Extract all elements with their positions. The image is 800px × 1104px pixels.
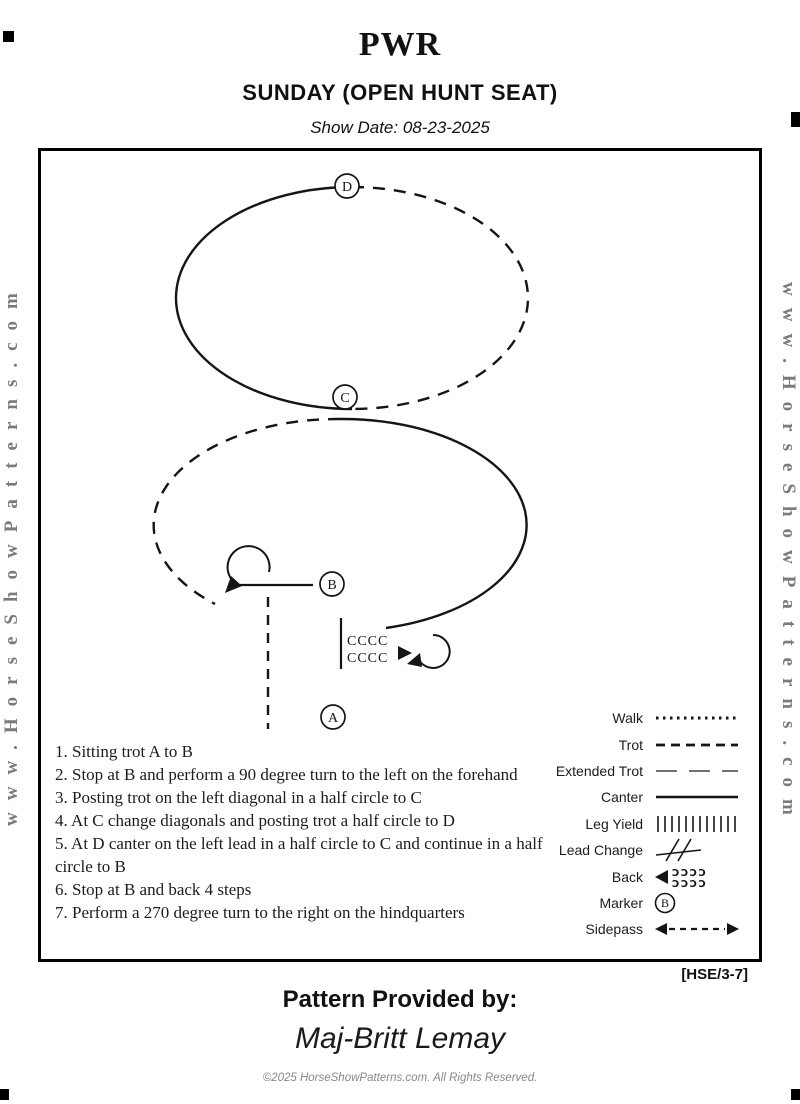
walk-line-sample — [653, 706, 741, 730]
sidepass-symbol-sample — [653, 917, 741, 941]
copyright-notice: ©2025 HorseShowPatterns.com. All Rights … — [262, 1072, 538, 1084]
legend-row-lead-change: Lead Change — [555, 837, 745, 863]
instruction-step: 3. Posting trot on the left diagonal in … — [55, 788, 422, 807]
watermark-left: www.HorseShowPatterns.com — [1, 281, 22, 827]
svg-text:A: A — [328, 711, 339, 726]
legend-label: Extended Trot — [555, 762, 643, 779]
leg-yield-ticks-sample — [653, 812, 741, 836]
trot-arc-top-circle — [351, 185, 530, 411]
provided-by-label: Pattern Provided by: — [282, 986, 518, 1013]
back-symbol-sample: ƆƆƆƆ ƆƆƆƆ — [653, 865, 741, 889]
instruction-list: 1. Sitting trot A to B 2. Stop at B and … — [55, 740, 567, 924]
svg-text:C: C — [340, 391, 349, 406]
legend-row-trot: Trot — [555, 731, 745, 757]
back-hoofprints-row2: CCCC — [347, 651, 388, 666]
legend-row-leg-yield: Leg Yield — [555, 811, 745, 837]
registration-mark — [3, 31, 14, 42]
canter-arc-bottom-circle — [339, 417, 528, 630]
legend-label: Trot — [618, 736, 643, 753]
marker-d: D — [334, 173, 360, 199]
gait-legend: Walk Trot Extended Trot Canter — [555, 705, 745, 943]
legend-label: Walk — [612, 710, 643, 727]
legend-label: Canter — [600, 789, 643, 806]
trot-line-sample — [653, 733, 741, 757]
canter-arc-top-circle — [174, 185, 353, 411]
turn-on-forehand-arrow — [226, 545, 271, 581]
back-direction-arrowhead — [398, 646, 412, 660]
legend-row-walk: Walk — [555, 705, 745, 731]
pattern-diagram: CCCC CCCC D C B A — [152, 173, 530, 730]
instruction-step: 2. Stop at B and perform a 90 degree tur… — [55, 765, 518, 784]
svg-text:ƆƆƆƆ: ƆƆƆƆ — [672, 868, 707, 879]
pattern-code: [HSE/3-7] — [681, 966, 748, 983]
instruction-step: 5. At D canter on the left lead in a hal… — [55, 834, 543, 876]
svg-text:B: B — [327, 578, 336, 593]
marker-b: B — [319, 571, 345, 597]
legend-row-back: Back ƆƆƆƆ ƆƆƆƆ — [555, 863, 745, 889]
marker-symbol-sample: B — [653, 891, 741, 915]
page-title: PWR — [358, 26, 442, 63]
registration-mark — [791, 1089, 800, 1100]
legend-row-extended-trot: Extended Trot — [555, 758, 745, 784]
watermark-right: www.HorseShowPatterns.com — [778, 281, 799, 827]
turn-on-hindquarters-arrow — [417, 633, 451, 669]
legend-row-marker: Marker B — [555, 890, 745, 916]
extended-trot-line-sample — [653, 759, 741, 783]
legend-label: Lead Change — [558, 842, 643, 859]
lead-change-symbol — [653, 838, 741, 862]
trot-arc-bottom-circle — [152, 417, 341, 606]
marker-c: C — [332, 384, 358, 410]
show-date: Show Date: 08-23-2025 — [310, 118, 490, 137]
instruction-step: 7. Perform a 270 degree turn to the righ… — [55, 903, 465, 922]
svg-text:D: D — [342, 180, 352, 195]
marker-a: A — [320, 704, 346, 730]
legend-row-canter: Canter — [555, 784, 745, 810]
registration-mark — [791, 112, 800, 127]
turn-on-hindquarters-arrowhead — [407, 653, 422, 667]
back-hoofprints-row1: CCCC — [347, 634, 388, 649]
legend-row-sidepass: Sidepass — [555, 916, 745, 942]
svg-text:ƆƆƆƆ: ƆƆƆƆ — [672, 879, 707, 889]
turn-on-forehand-arrowhead — [225, 576, 242, 593]
instruction-step: 1. Sitting trot A to B — [55, 742, 193, 761]
legend-label: Leg Yield — [585, 815, 643, 832]
legend-label: Marker — [599, 894, 643, 911]
svg-text:B: B — [661, 896, 669, 910]
canter-line-sample — [653, 785, 741, 809]
registration-mark — [0, 1089, 9, 1100]
legend-label: Sidepass — [585, 921, 643, 938]
instruction-step: 4. At C change diagonals and posting tro… — [55, 811, 455, 830]
provider-name: Maj-Britt Lemay — [294, 1022, 506, 1055]
class-subtitle: SUNDAY (OPEN HUNT SEAT) — [242, 80, 558, 105]
legend-label: Back — [611, 868, 643, 885]
arena-box: CCCC CCCC D C B A — [38, 148, 762, 962]
instruction-step: 6. Stop at B and back 4 steps — [55, 880, 252, 899]
